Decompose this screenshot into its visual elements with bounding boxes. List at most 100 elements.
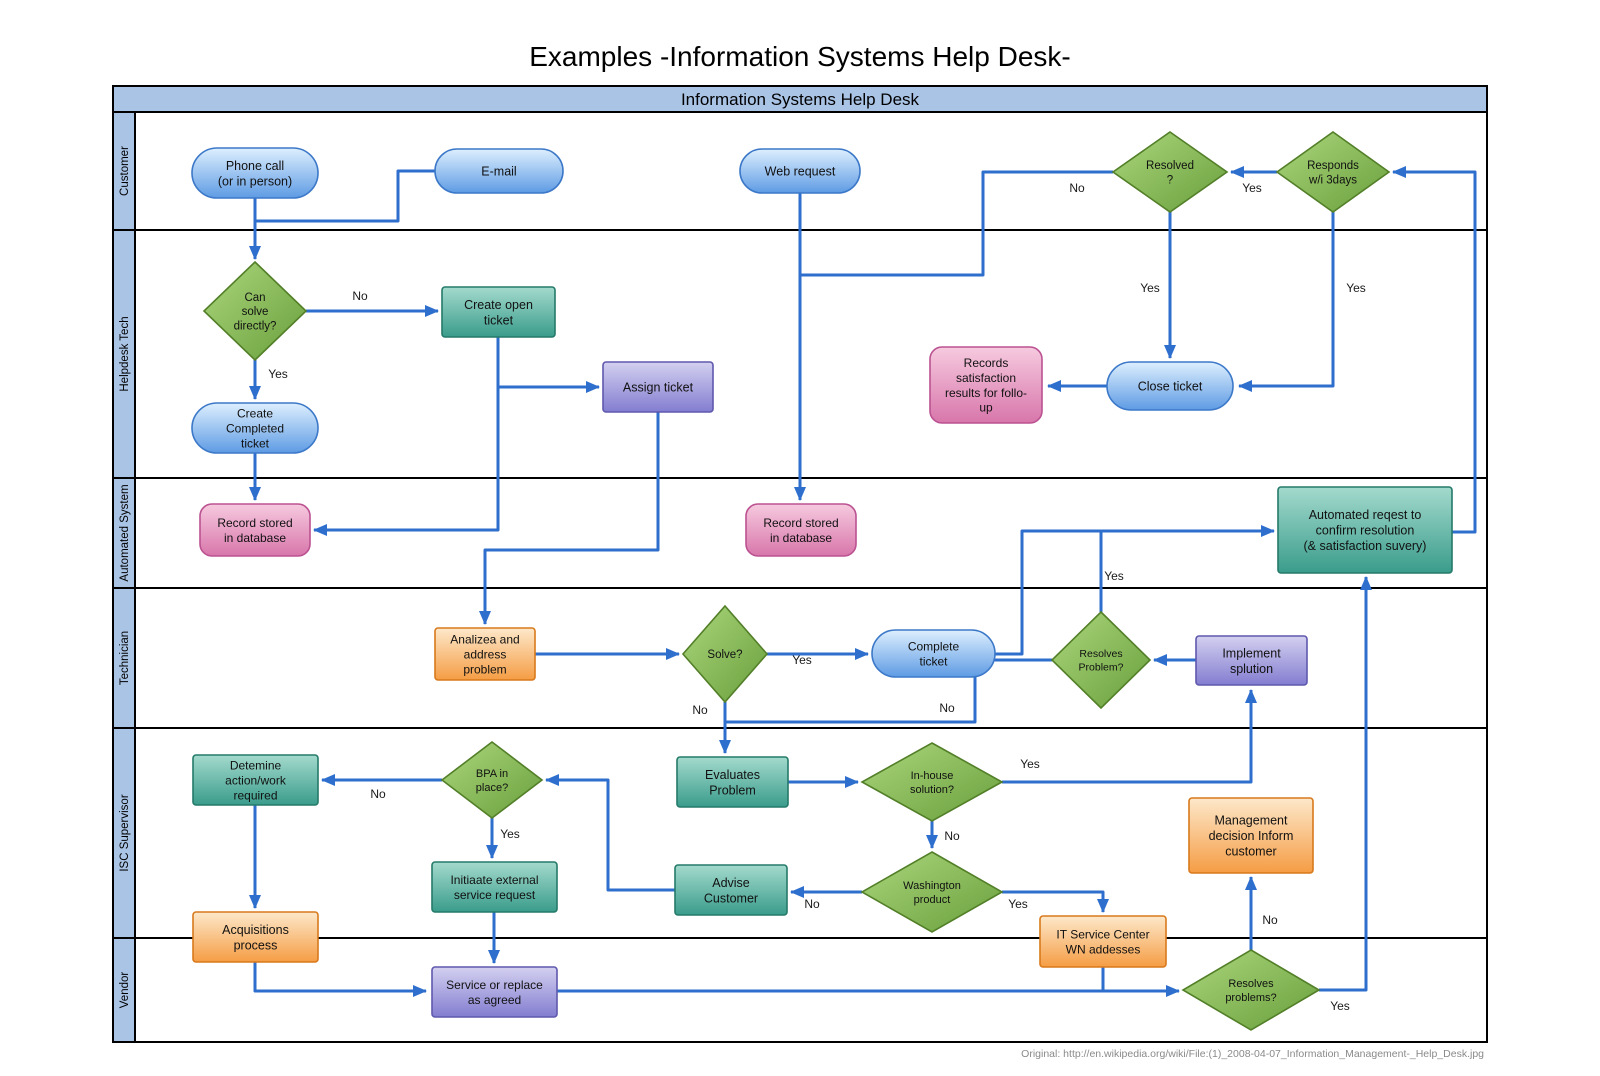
connector-line	[255, 169, 435, 223]
evaluates-problem-shape	[676, 756, 789, 808]
close-ticket-label: Close ticket	[1138, 380, 1203, 394]
automated-request-shape	[1277, 486, 1453, 574]
web-request-node: Web request	[739, 148, 861, 194]
connector-line	[1002, 890, 1109, 913]
edge-label: Yes	[792, 653, 812, 667]
edge-inhouse-yes-to-implement: Yes	[1002, 689, 1257, 784]
create-completed-ticket-shape	[191, 402, 319, 454]
web-request-label: Web request	[765, 165, 836, 179]
lane-label: Helpdesk Tech	[119, 316, 131, 391]
edge-label: Yes	[1020, 757, 1040, 771]
it-service-center-shape	[1039, 915, 1167, 968]
edge-bpa-no: No	[321, 774, 442, 801]
management-decision-shape	[1188, 797, 1314, 874]
bpa-in-place-shape	[440, 740, 544, 820]
implement-solution-shape	[1195, 635, 1308, 686]
edge-openticket-to-record	[313, 337, 500, 536]
can-solve-directly-shape	[202, 260, 308, 362]
edge-resolvesproblem-no: No	[725, 658, 1052, 724]
washington-product-shape	[860, 851, 1004, 933]
create-open-ticket-shape	[441, 286, 556, 338]
web-request-shape	[739, 148, 861, 194]
edge-request-to-responds	[1392, 166, 1477, 534]
edge-bpa-yes: Yes	[486, 818, 520, 859]
record-stored-db-1-shape	[199, 503, 311, 557]
edge-inhouse-no: No	[926, 821, 960, 849]
edge-label: Yes	[1104, 569, 1124, 583]
edge-label: No	[1069, 181, 1085, 195]
close-ticket-node: Close ticket	[1106, 361, 1234, 411]
edge-label: Yes	[1242, 181, 1262, 195]
edge-responds-to-resolved: Yes	[1230, 166, 1277, 195]
solve-label: Solve?	[707, 649, 742, 661]
connector-line	[313, 337, 500, 536]
edge-label: Yes	[1140, 281, 1160, 295]
edge-resolved-no: No	[800, 170, 1113, 277]
email-node: E-mail	[434, 148, 564, 194]
edge-solve-yes: Yes	[767, 648, 869, 667]
resolves-problems-shape	[1181, 949, 1321, 1031]
edge-assign-to-analizea	[479, 412, 660, 625]
lane-label: Customer	[119, 146, 131, 196]
page-title: Examples -Information Systems Help Desk-	[529, 41, 1071, 72]
edge-label: No	[804, 897, 820, 911]
edge-advise-to-bpa	[545, 774, 675, 892]
edge-responds-yes-to-close: Yes	[1238, 212, 1366, 392]
assign-ticket-label: Assign ticket	[623, 381, 694, 395]
edge-email-merge	[255, 169, 435, 223]
lane-label: Technician	[119, 631, 131, 685]
edge-label: No	[1262, 913, 1278, 927]
connector-line	[1319, 576, 1372, 992]
edge-resolvesproblems-no: No	[1245, 876, 1278, 950]
resolved-shape	[1111, 131, 1229, 213]
phone-call-shape	[191, 147, 319, 199]
advise-customer-shape	[674, 864, 788, 916]
edge-label: Yes	[1330, 999, 1350, 1013]
resolved-label: Resolved?	[1146, 160, 1194, 186]
close-ticket-shape	[1106, 361, 1234, 411]
assign-ticket-node: Assign ticket	[602, 361, 714, 413]
service-or-replace-shape	[431, 966, 558, 1018]
connector-line	[1238, 212, 1335, 392]
lane-label: Vendor	[119, 972, 131, 1009]
record-stored-db-2-shape	[745, 503, 857, 557]
connector-line	[1002, 689, 1257, 784]
acquisitions-process-shape	[192, 911, 319, 963]
determine-action-shape	[192, 754, 319, 806]
connector-line	[545, 774, 675, 892]
